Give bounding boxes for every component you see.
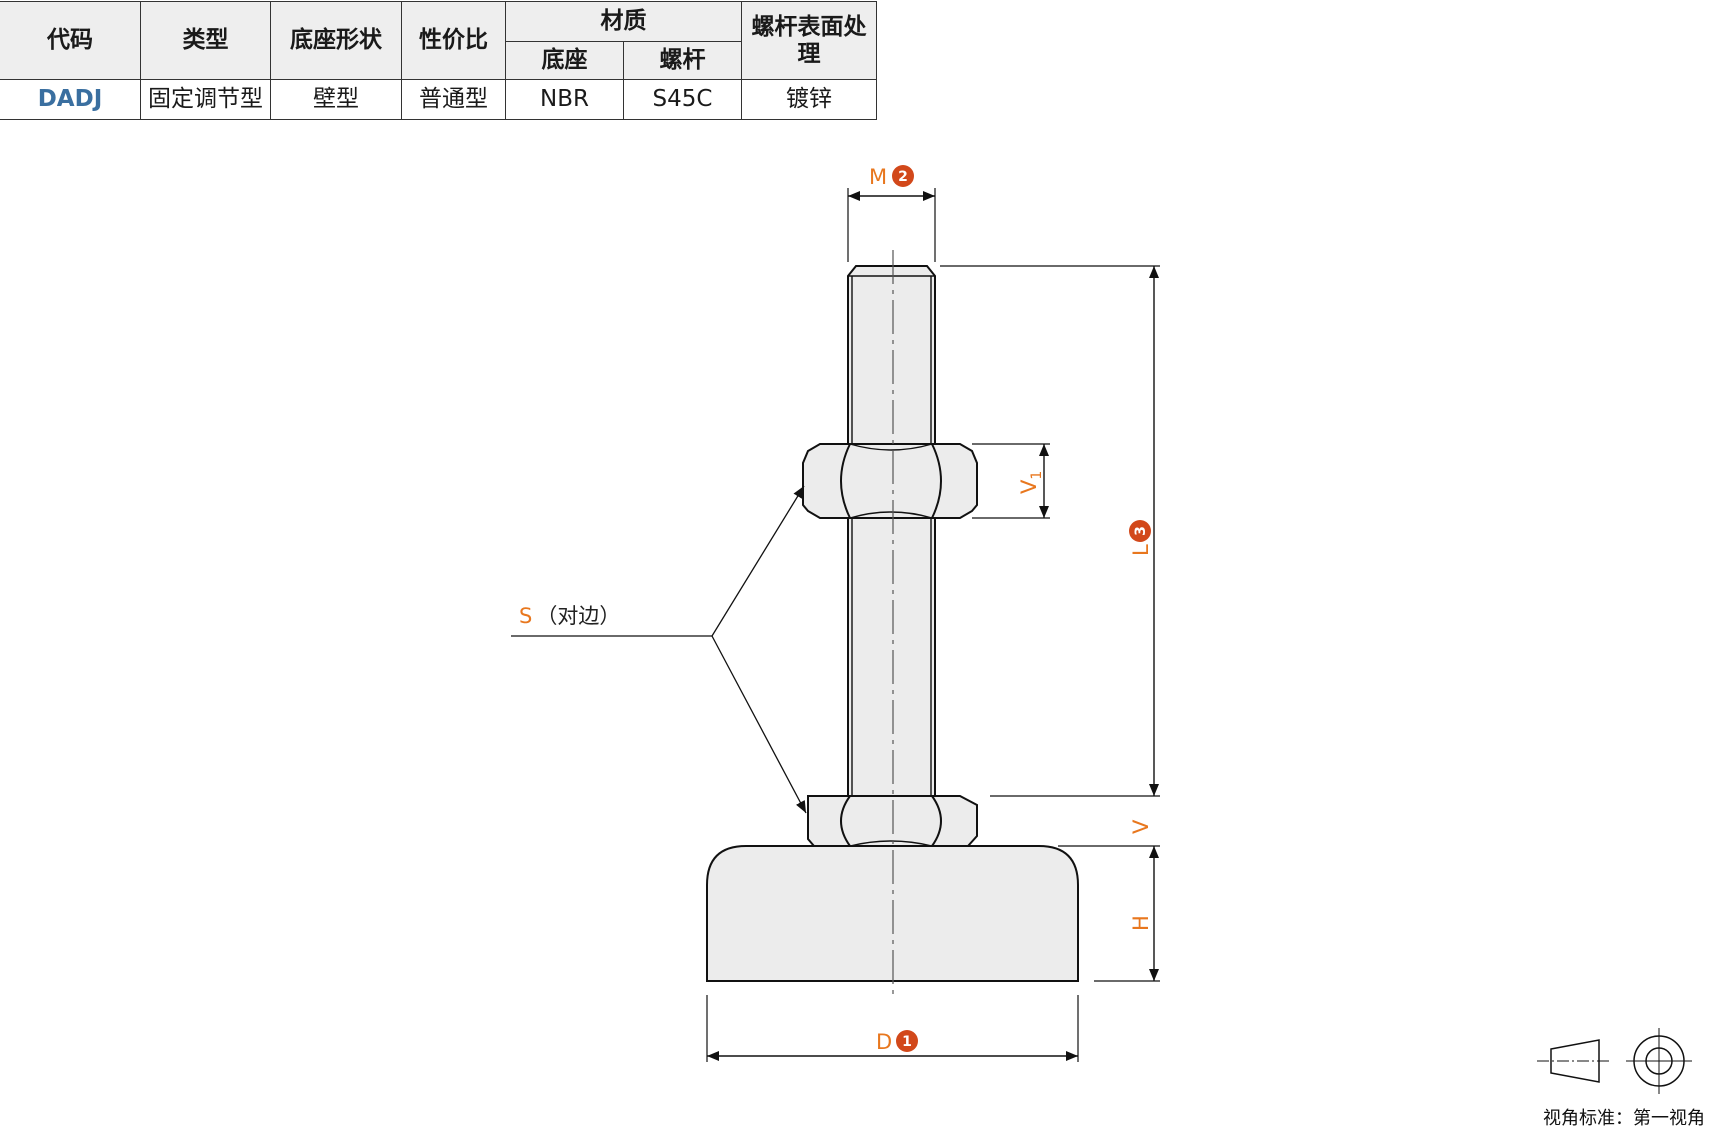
- header-base-shape: 底座形状: [270, 1, 402, 80]
- dim-m-letter: M: [869, 165, 887, 189]
- svg-text:S（对边）: S（对边）: [519, 604, 620, 628]
- dimension-m: M 2: [847, 165, 936, 262]
- svg-text:V1: V1: [1017, 471, 1045, 494]
- threaded-rod: [847, 265, 936, 804]
- first-angle-projection-icon: [1537, 1028, 1692, 1094]
- dimension-l: L 3: [940, 265, 1160, 797]
- dim-v-letter: V: [1129, 819, 1153, 834]
- cell-material-base: NBR: [505, 79, 624, 120]
- header-material-base: 底座: [505, 41, 624, 80]
- header-value: 性价比: [401, 1, 506, 80]
- view-standard-label: 视角标准：第一视角: [1543, 1108, 1705, 1129]
- dim-l-letter: L: [1129, 544, 1153, 556]
- leader-s-note: （对边）: [536, 604, 620, 628]
- header-code: 代码: [0, 1, 141, 80]
- table-row: DADJ 固定调节型 壁型 普通型 NBR S45C 镀锌: [0, 79, 877, 120]
- leader-s-letter: S: [519, 604, 532, 628]
- dim-l-badge: 3: [1133, 526, 1149, 536]
- cell-value: 普通型: [401, 79, 506, 120]
- dim-v1-letter: V: [1017, 479, 1041, 494]
- dimension-h: H: [1094, 846, 1160, 982]
- dim-m-badge: 2: [898, 169, 908, 185]
- dimension-v1: V1: [972, 443, 1050, 519]
- dim-d-badge: 1: [902, 1034, 912, 1050]
- dim-v1-subscript: 1: [1029, 471, 1045, 480]
- leader-s: S（对边）: [511, 485, 807, 814]
- header-surface: 螺杆表面处理: [741, 1, 877, 80]
- spec-table: 代码 类型 底座形状 性价比 材质 螺杆表面处理 底座 螺杆 DADJ 固定调节…: [0, 1, 877, 120]
- header-material-screw: 螺杆: [623, 41, 742, 80]
- cell-type: 固定调节型: [140, 79, 271, 120]
- cell-code: DADJ: [0, 79, 141, 120]
- cell-base-shape: 壁型: [270, 79, 402, 120]
- dimension-d: D 1: [706, 995, 1079, 1062]
- upper-hex-nut: [802, 443, 978, 519]
- cell-surface: 镀锌: [741, 79, 877, 120]
- dim-h-letter: H: [1129, 915, 1153, 931]
- dimension-v: V: [1058, 819, 1160, 847]
- dim-d-letter: D: [876, 1030, 892, 1054]
